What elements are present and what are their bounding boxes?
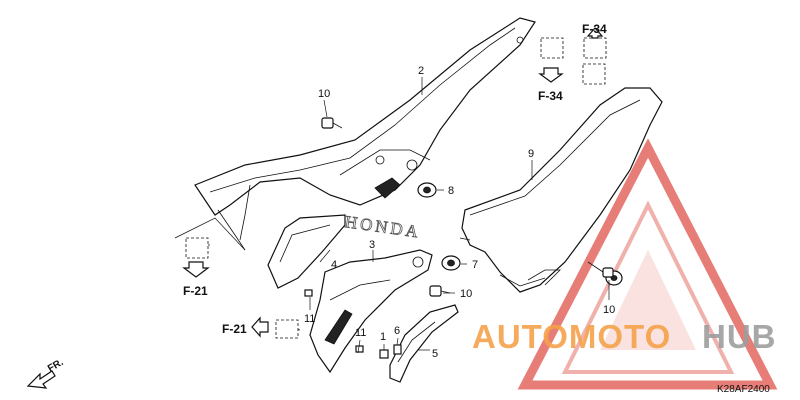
clip-1 (379, 349, 389, 359)
bolt-10-mid (429, 285, 451, 297)
watermark-triangle-logo (517, 138, 778, 390)
grommet-8 (417, 182, 437, 198)
screw-11-a (304, 289, 313, 297)
part-2-side-cover (194, 17, 536, 251)
part-9-side-cover (459, 87, 663, 293)
honda-cover-emblem: HONDA (343, 212, 422, 242)
label-part-10-top: 10 (318, 88, 330, 100)
label-part-9: 9 (528, 148, 534, 160)
label-part-11-b: 11 (355, 327, 366, 339)
label-part-1: 1 (380, 331, 386, 343)
bolt-10-top (321, 117, 343, 129)
part-4-panel (267, 214, 346, 289)
leader-lines (174, 77, 610, 354)
watermark-text-part1: AUTOMOTO (472, 318, 671, 355)
svg-text:HONDA: HONDA (344, 212, 422, 241)
watermark-text: AUTOMOTO HUB (472, 318, 777, 355)
label-part-8: 8 (448, 185, 454, 197)
label-part-10-mid: 10 (460, 288, 472, 300)
label-part-11-a: 11 (304, 313, 315, 325)
label-part-10-right: 10 (603, 304, 615, 316)
label-part-3: 3 (369, 239, 375, 251)
diagram-code: K28AF2400 (717, 384, 770, 395)
label-part-5: 5 (432, 348, 438, 360)
ref-f21-mid-group (251, 316, 299, 339)
grommet-7 (441, 255, 461, 271)
front-indicator: FR. (26, 357, 66, 389)
label-part-7: 7 (472, 259, 478, 271)
ref-f34-top: F-34 (582, 22, 607, 36)
ref-f21-mid: F-21 (222, 322, 247, 336)
label-part-2: 2 (418, 65, 424, 77)
clip-6 (393, 344, 402, 355)
ref-f34-bottom: F-34 (538, 89, 563, 103)
label-part-4: 4 (331, 259, 337, 271)
watermark-text-part2: HUB (702, 318, 777, 355)
bolt-10-right (587, 261, 614, 278)
ref-f21-left: F-21 (183, 284, 208, 298)
part-5-lower-panel (389, 304, 459, 383)
ref-f21-left-group (182, 237, 210, 278)
front-indicator-label: FR. (46, 357, 66, 375)
screw-11-b (355, 345, 364, 353)
label-part-6: 6 (394, 325, 400, 337)
ref-f34-top-group (538, 27, 607, 85)
part-3-lower-cover (309, 249, 433, 374)
